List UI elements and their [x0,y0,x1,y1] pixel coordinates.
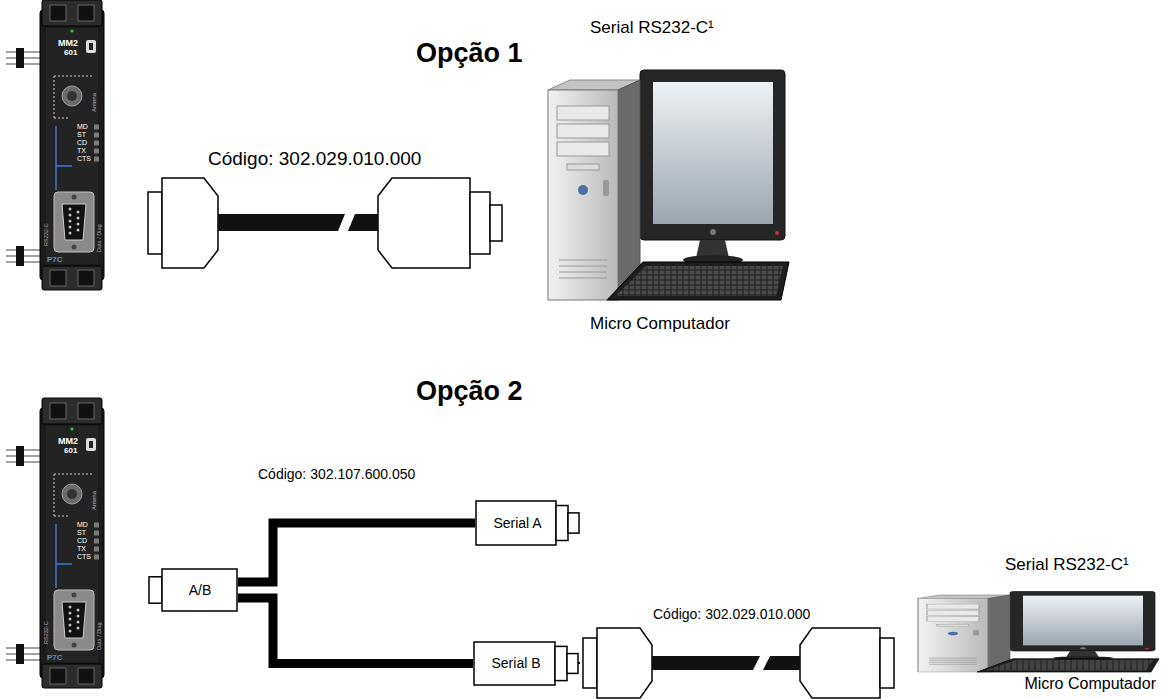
led-name: CTS [77,553,91,561]
led-name: CD [77,537,87,545]
section-heading: Opção 1 [416,38,523,69]
brand-logo: MM2 [58,436,78,446]
connector-plug: Serial A [475,500,580,546]
section-heading: Opção 2 [416,376,523,407]
model-number: 601 [64,446,77,455]
computer [918,592,1159,673]
cable-branch [238,523,475,582]
serial-cable [148,178,502,268]
port-name: Data / Diag [97,622,103,650]
cable [763,656,800,670]
radio-modem [6,398,104,688]
outline-part [556,506,568,541]
port-label: Serial RS232-C¹ [590,18,714,38]
connector-label: Serial B [491,655,540,671]
cable [218,214,345,231]
brand-mark: P7C [47,653,63,662]
port-name: Antena [91,93,97,112]
connector-plug: Serial B [473,641,579,686]
connector-label: Serial A [493,515,541,531]
led-name: ST [77,131,86,139]
device-label: Micro Computador [590,314,730,334]
port-name: RS232-C [44,621,50,644]
serial-cable [583,628,894,698]
brand-mark: P7C [47,255,63,264]
led-name: TX [77,545,86,553]
outline-part [476,501,556,545]
outline-part [149,577,162,603]
radio-modem [6,0,104,290]
part-code: Código: 302.107.600.050 [258,466,415,482]
part-code: Código: 302.029.010.000 [208,148,421,170]
outline-part [568,513,579,533]
led-name: ST [77,529,86,537]
model-number: 601 [64,48,77,57]
outline-part [474,642,555,685]
computer [548,70,789,300]
led-name: CTS [77,155,91,163]
connector-label: A/B [189,582,212,598]
connector-plug: A/B [148,568,238,612]
device-label: Micro Computador [1024,675,1156,693]
led-name: MD [77,123,88,131]
brand-logo: MM2 [58,38,78,48]
cable [348,214,378,231]
outline-part [162,569,237,611]
port-name: Antena [91,491,97,510]
outline-part [555,646,567,680]
port-name: RS232-C [44,223,50,246]
outline-part [567,654,578,674]
port-label: Serial RS232-C¹ [1005,555,1129,575]
led-name: MD [77,521,88,529]
port-name: Data / Diag [97,224,103,252]
led-name: CD [77,139,87,147]
part-code: Código: 302.029.010.000 [653,606,810,622]
led-name: TX [77,147,86,155]
cable [652,656,760,670]
cable-branch [238,598,473,664]
